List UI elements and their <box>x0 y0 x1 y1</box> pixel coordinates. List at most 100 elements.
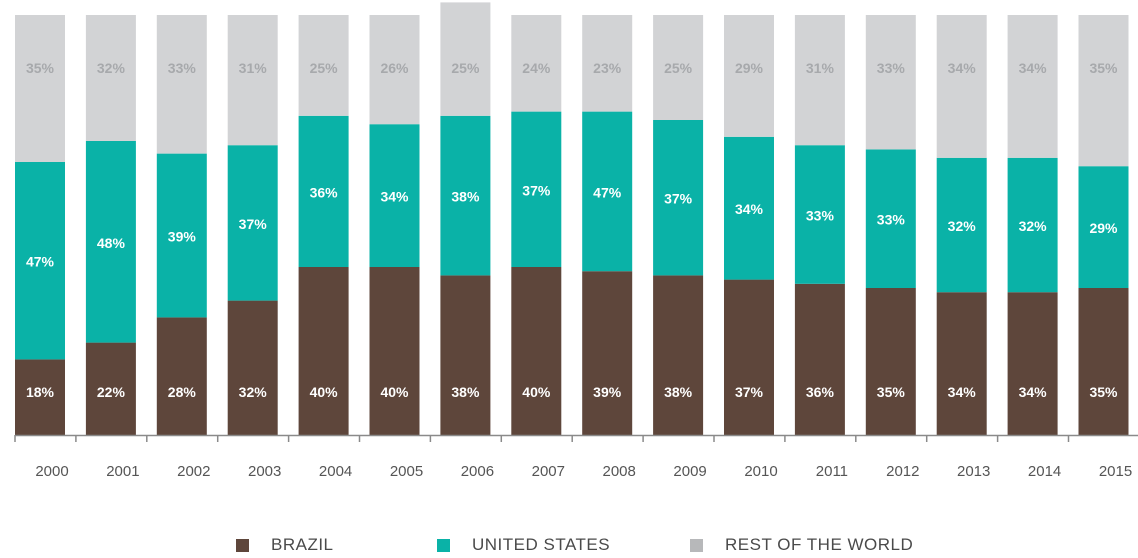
data-label-brazil-2005: 40% <box>380 384 409 400</box>
data-label-brazil-2001: 22% <box>97 384 126 400</box>
data-label-united-states-2007: 37% <box>522 182 551 198</box>
x-tick-label-2013: 2013 <box>957 463 990 480</box>
bar-rest-of-the-world-2014 <box>1007 15 1058 158</box>
data-label-brazil-2006: 38% <box>451 384 480 400</box>
bars-group: 18%47%35%22%48%32%28%39%33%32%37%31%40%3… <box>15 2 1129 435</box>
bar-brazil-2008 <box>582 271 633 435</box>
x-tick-label-2010: 2010 <box>744 463 777 480</box>
bar-united-states-2001 <box>85 141 136 343</box>
bar-united-states-2003 <box>227 145 278 301</box>
bar-united-states-2009 <box>653 120 704 276</box>
bar-united-states-2004 <box>298 115 349 267</box>
data-label-united-states-2014: 32% <box>1019 218 1048 234</box>
data-label-united-states-2015: 29% <box>1089 220 1118 236</box>
bar-brazil-2014 <box>1007 292 1058 435</box>
data-label-rest-of-the-world-2008: 23% <box>593 60 622 76</box>
x-tick-label-2007: 2007 <box>532 463 565 480</box>
bar-united-states-2000 <box>15 162 65 360</box>
data-label-united-states-2010: 34% <box>735 201 764 217</box>
bar-united-states-2007 <box>511 111 562 267</box>
bar-rest-of-the-world-2011 <box>794 15 845 146</box>
bar-brazil-2003 <box>227 300 278 435</box>
bar-brazil-2005 <box>369 267 420 435</box>
data-label-rest-of-the-world-2012: 33% <box>877 60 906 76</box>
data-label-rest-of-the-world-2003: 31% <box>239 60 268 76</box>
bar-rest-of-the-world-2006 <box>440 2 491 116</box>
bar-brazil-2000 <box>15 359 65 435</box>
data-label-united-states-2008: 47% <box>593 184 622 200</box>
bar-united-states-2010 <box>724 136 774 280</box>
x-tick-label-2005: 2005 <box>390 463 423 480</box>
x-tick-label-2001: 2001 <box>106 463 139 480</box>
data-label-rest-of-the-world-2010: 29% <box>735 60 764 76</box>
bar-brazil-2007 <box>511 267 562 435</box>
data-label-rest-of-the-world-2004: 25% <box>310 60 339 76</box>
x-tick-label-2000: 2000 <box>35 463 68 480</box>
data-label-united-states-2004: 36% <box>310 184 339 200</box>
bar-rest-of-the-world-2010 <box>724 15 774 137</box>
x-tick-label-2011: 2011 <box>816 463 848 480</box>
bar-brazil-2013 <box>936 292 987 435</box>
x-tick-label-2008: 2008 <box>603 463 636 480</box>
bar-united-states-2006 <box>440 115 491 276</box>
bar-brazil-2011 <box>794 283 845 435</box>
bar-united-states-2008 <box>582 111 633 272</box>
data-label-united-states-2012: 33% <box>877 212 906 228</box>
bar-rest-of-the-world-2005 <box>369 15 420 125</box>
bar-united-states-2012 <box>865 149 916 288</box>
x-tick-label-2014: 2014 <box>1028 463 1061 480</box>
data-label-united-states-2005: 34% <box>380 189 409 205</box>
x-tick-label-2003: 2003 <box>248 463 281 480</box>
data-label-united-states-2003: 37% <box>239 216 268 232</box>
data-label-rest-of-the-world-2000: 35% <box>26 60 55 76</box>
bar-rest-of-the-world-2015 <box>1078 15 1129 167</box>
x-tick-label-2012: 2012 <box>886 463 919 480</box>
bar-united-states-2002 <box>156 153 207 318</box>
legend-label-rest-of-the-world: REST OF THE WORLD <box>725 535 914 554</box>
bar-brazil-2001 <box>85 342 136 435</box>
data-label-brazil-2003: 32% <box>239 384 268 400</box>
bar-rest-of-the-world-2007 <box>511 15 562 112</box>
bar-united-states-2013 <box>936 157 987 293</box>
bar-brazil-2009 <box>653 275 704 435</box>
data-label-rest-of-the-world-2002: 33% <box>168 60 197 76</box>
bar-brazil-2006 <box>440 275 491 435</box>
x-tick-label-2004: 2004 <box>319 463 352 480</box>
legend-item-brazil: BRAZIL <box>236 535 334 555</box>
bar-brazil-2010 <box>724 279 774 435</box>
data-label-united-states-2001: 48% <box>97 235 126 251</box>
data-label-united-states-2006: 38% <box>451 189 480 205</box>
bar-united-states-2011 <box>794 145 845 284</box>
bar-united-states-2014 <box>1007 157 1058 293</box>
data-label-rest-of-the-world-2014: 34% <box>1019 60 1048 76</box>
x-tick-label-2006: 2006 <box>461 463 494 480</box>
bar-rest-of-the-world-2012 <box>865 15 916 150</box>
data-label-brazil-2011: 36% <box>806 384 835 400</box>
data-label-brazil-2013: 34% <box>948 384 977 400</box>
bar-brazil-2002 <box>156 317 207 435</box>
data-label-brazil-2000: 18% <box>26 384 55 400</box>
data-label-brazil-2012: 35% <box>877 384 906 400</box>
data-label-united-states-2013: 32% <box>948 218 977 234</box>
data-label-brazil-2009: 38% <box>664 384 693 400</box>
data-label-united-states-2000: 47% <box>26 254 55 270</box>
legend-item-rest-of-the-world: REST OF THE WORLD <box>690 535 913 555</box>
bar-rest-of-the-world-2008 <box>582 15 633 112</box>
bar-rest-of-the-world-2009 <box>653 15 704 120</box>
data-label-rest-of-the-world-2005: 26% <box>380 60 409 76</box>
legend-swatch-brazil <box>236 538 249 552</box>
bar-rest-of-the-world-2004 <box>298 15 349 116</box>
data-label-rest-of-the-world-2011: 31% <box>806 60 835 76</box>
bar-united-states-2015 <box>1078 166 1129 288</box>
data-label-rest-of-the-world-2013: 34% <box>948 60 977 76</box>
data-label-brazil-2008: 39% <box>593 384 622 400</box>
data-label-united-states-2009: 37% <box>664 191 693 207</box>
legend-label-united-states: UNITED STATES <box>472 535 611 554</box>
data-label-rest-of-the-world-2015: 35% <box>1089 60 1118 76</box>
legend-label-brazil: BRAZIL <box>271 535 334 554</box>
data-label-united-states-2011: 33% <box>806 208 835 224</box>
data-label-brazil-2004: 40% <box>310 384 339 400</box>
